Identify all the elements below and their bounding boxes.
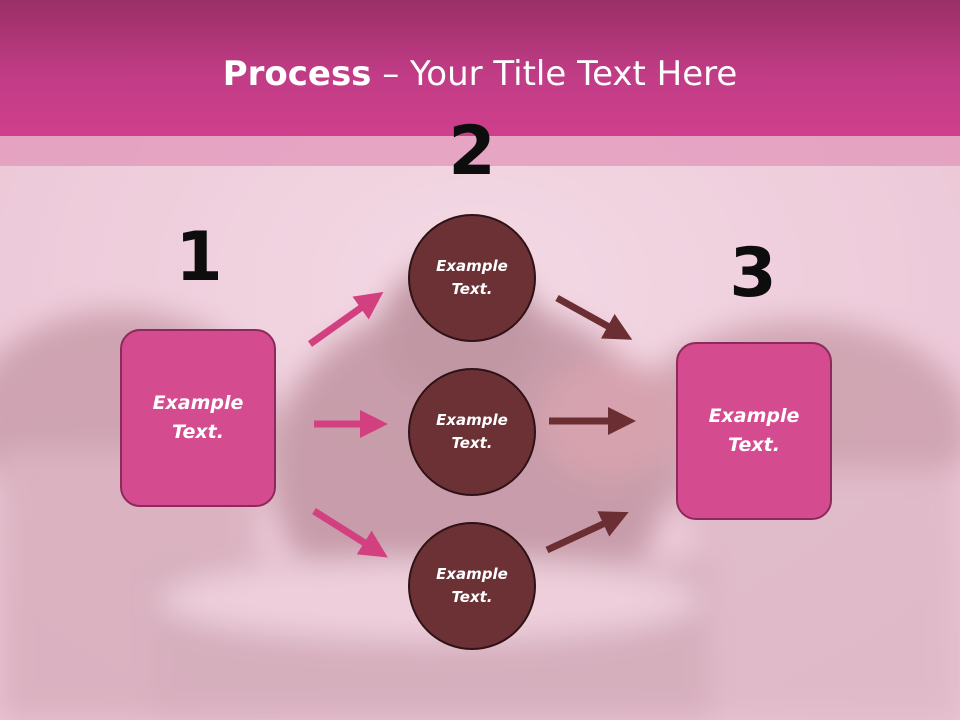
title-bar-band bbox=[0, 136, 960, 166]
step-3-box: Example Text. bbox=[676, 342, 832, 520]
step-number-1: 1 bbox=[175, 218, 223, 297]
step-2-circle-bottom: Example Text. bbox=[408, 522, 536, 650]
step-2-circle-middle: Example Text. bbox=[408, 368, 536, 496]
slide-title: Process – Your Title Text Here bbox=[0, 52, 960, 96]
arrow-2-bottom-to-3 bbox=[545, 511, 629, 554]
arrow-1-to-2-top bbox=[307, 291, 384, 347]
arrow-1-to-2-bottom bbox=[312, 508, 388, 558]
step-2-circle-top: Example Text. bbox=[408, 214, 536, 342]
step-number-3: 3 bbox=[729, 234, 777, 313]
title-rest: – Your Title Text Here bbox=[371, 54, 738, 94]
step-1-box: Example Text. bbox=[120, 329, 276, 507]
arrow-2-top-to-3 bbox=[555, 294, 633, 340]
title-bar bbox=[0, 0, 960, 136]
title-bold: Process bbox=[222, 54, 372, 94]
step-number-2: 2 bbox=[448, 112, 496, 191]
